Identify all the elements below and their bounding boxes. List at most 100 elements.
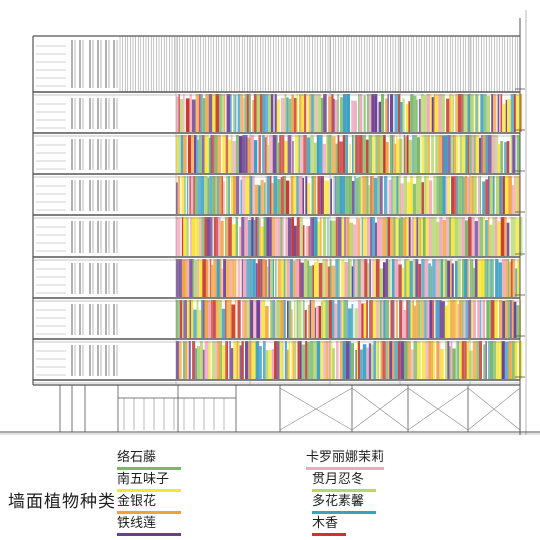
plant-strip bbox=[372, 300, 377, 338]
plant-strip bbox=[317, 94, 321, 132]
plant-strip bbox=[208, 341, 211, 379]
plant-strip bbox=[403, 176, 407, 214]
plant-strip bbox=[239, 226, 242, 256]
plant-strip bbox=[378, 101, 381, 132]
plant-strip bbox=[226, 300, 230, 338]
plant-strip bbox=[186, 176, 189, 214]
plant-strip bbox=[259, 346, 262, 379]
plant-strip bbox=[491, 94, 494, 132]
plant-strip bbox=[301, 94, 305, 132]
plant-strip bbox=[359, 135, 363, 173]
plant-strip bbox=[326, 341, 329, 379]
plant-strip bbox=[457, 304, 460, 338]
plant-strip bbox=[394, 341, 398, 379]
plant-strip bbox=[221, 94, 224, 132]
plant-strip bbox=[357, 300, 362, 338]
plant-strip bbox=[380, 300, 382, 338]
plant-strip bbox=[509, 300, 512, 338]
plant-strip bbox=[303, 259, 308, 297]
plant-strip bbox=[454, 176, 457, 214]
plant-strip bbox=[380, 135, 384, 173]
plant-strip bbox=[192, 259, 195, 297]
plant-strip bbox=[265, 94, 269, 132]
plant-strip bbox=[221, 308, 226, 338]
plant-strip bbox=[182, 300, 184, 338]
plant-strip bbox=[472, 259, 474, 297]
plant-strip bbox=[259, 218, 261, 256]
plant-strip bbox=[400, 102, 403, 132]
plant-strip bbox=[385, 259, 389, 297]
plant-strip bbox=[500, 217, 505, 256]
plant-strip bbox=[497, 221, 501, 256]
plant-strip bbox=[457, 341, 460, 379]
plant-strip bbox=[314, 217, 318, 256]
legend-label: 木香 bbox=[312, 516, 339, 531]
plant-strip bbox=[481, 135, 483, 173]
plant-strip bbox=[202, 349, 205, 379]
plant-strip bbox=[483, 217, 486, 256]
plant-strip bbox=[433, 176, 437, 214]
plant-strip bbox=[435, 135, 439, 173]
plant-strip bbox=[406, 300, 409, 338]
plant-strip bbox=[474, 259, 478, 297]
plant-strip bbox=[383, 176, 388, 214]
plant-strip bbox=[494, 300, 498, 338]
plant-strip bbox=[296, 94, 298, 132]
plant-strip bbox=[364, 259, 368, 297]
plant-strip bbox=[264, 137, 267, 173]
plant-strip bbox=[355, 178, 359, 214]
plant-strip bbox=[496, 135, 499, 173]
plant-strip bbox=[368, 135, 373, 173]
plant-strip bbox=[349, 259, 352, 297]
plant-strip bbox=[426, 176, 429, 214]
plant-strip bbox=[468, 300, 472, 338]
plant-strip bbox=[257, 259, 261, 297]
plant-strip bbox=[511, 300, 514, 338]
plant-strip bbox=[182, 259, 186, 297]
plant-strip bbox=[233, 94, 235, 132]
plant-strip bbox=[299, 217, 303, 256]
plant-strip bbox=[517, 259, 521, 297]
plant-strip bbox=[224, 217, 227, 256]
plant-strip bbox=[280, 97, 285, 132]
plant-strip bbox=[385, 142, 389, 173]
plant-strip bbox=[479, 137, 482, 173]
plant-strip bbox=[293, 300, 296, 338]
plant-strip bbox=[467, 135, 470, 173]
plant-strip bbox=[395, 300, 398, 338]
plant-strip bbox=[511, 185, 514, 214]
plant-strip bbox=[235, 217, 238, 256]
plant-strip bbox=[309, 265, 313, 297]
plant-strip bbox=[250, 176, 253, 214]
plant-strip bbox=[410, 176, 413, 214]
plant-strip bbox=[304, 309, 307, 338]
plant-strip bbox=[467, 94, 471, 132]
plant-strip bbox=[239, 345, 242, 379]
plant-strip bbox=[357, 259, 361, 297]
plant-strip bbox=[340, 300, 342, 338]
plant-strip bbox=[501, 341, 505, 379]
plant-strip bbox=[376, 300, 379, 338]
plant-strip bbox=[399, 300, 403, 338]
plant-strip bbox=[471, 176, 474, 214]
plant-strip bbox=[197, 176, 201, 214]
plant-strip bbox=[422, 217, 426, 256]
plant-strip bbox=[504, 142, 507, 173]
plant-strip bbox=[251, 217, 254, 256]
plant-strip bbox=[469, 350, 473, 379]
plant-strip bbox=[243, 300, 247, 338]
plant-strip bbox=[472, 135, 475, 173]
plant-strip bbox=[391, 259, 395, 297]
plant-strip bbox=[449, 94, 451, 132]
plant-strip bbox=[413, 135, 417, 173]
plant-strip bbox=[510, 94, 514, 132]
plant-strip bbox=[210, 135, 213, 173]
plant-strip bbox=[495, 176, 500, 214]
plant-strip bbox=[471, 217, 475, 256]
plant-strip bbox=[366, 347, 369, 379]
plant-strip bbox=[291, 341, 293, 379]
plant-strip bbox=[514, 341, 518, 379]
plant-strip bbox=[225, 341, 227, 379]
plant-strip bbox=[391, 176, 393, 214]
plant-strip bbox=[510, 217, 513, 256]
